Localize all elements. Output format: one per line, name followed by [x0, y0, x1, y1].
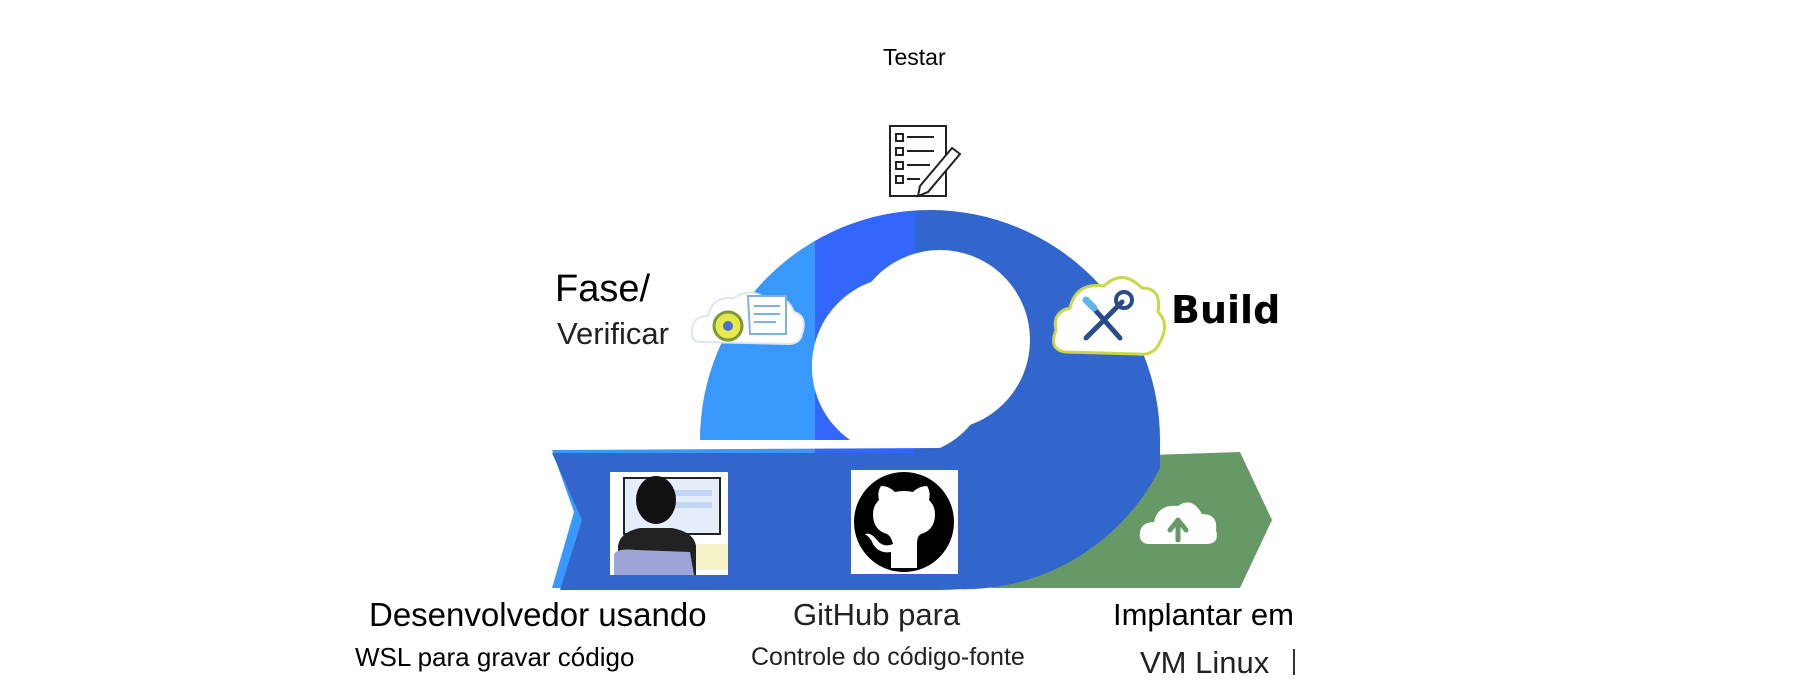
cloud-eye-scroll-icon — [690, 291, 805, 346]
deploy-arrow — [990, 452, 1272, 588]
deploy-stage-label-line2: VM Linux — [1140, 645, 1296, 681]
github-stage-label-line2: Controle do código-fonte — [751, 643, 1025, 671]
cloud-tools-icon — [1052, 276, 1166, 356]
build-stage-label: Build — [1171, 288, 1281, 332]
develop-stage-label-line2: WSL para gravar código — [355, 642, 635, 672]
deploy-stage-label-line1: Implantar em — [1113, 597, 1294, 632]
phase-stage-label-line2: Verificar — [557, 316, 669, 351]
deploy-stage-label-text: VM Linux — [1140, 645, 1270, 680]
develop-stage-label-line1: Desenvolvedor usando — [369, 596, 707, 633]
github-octocat-icon — [851, 470, 958, 574]
text-cursor — [1293, 649, 1296, 675]
phase-stage-label-line1: Fase/ — [555, 268, 651, 310]
github-stage-label-line1: GitHub para — [793, 597, 961, 632]
cloud-upload-icon — [1139, 502, 1217, 544]
test-stage-label: Testar — [883, 44, 946, 70]
developer-at-monitor-icon — [610, 472, 728, 575]
checklist-pencil-icon — [889, 125, 962, 198]
ring-hole — [850, 250, 1030, 430]
